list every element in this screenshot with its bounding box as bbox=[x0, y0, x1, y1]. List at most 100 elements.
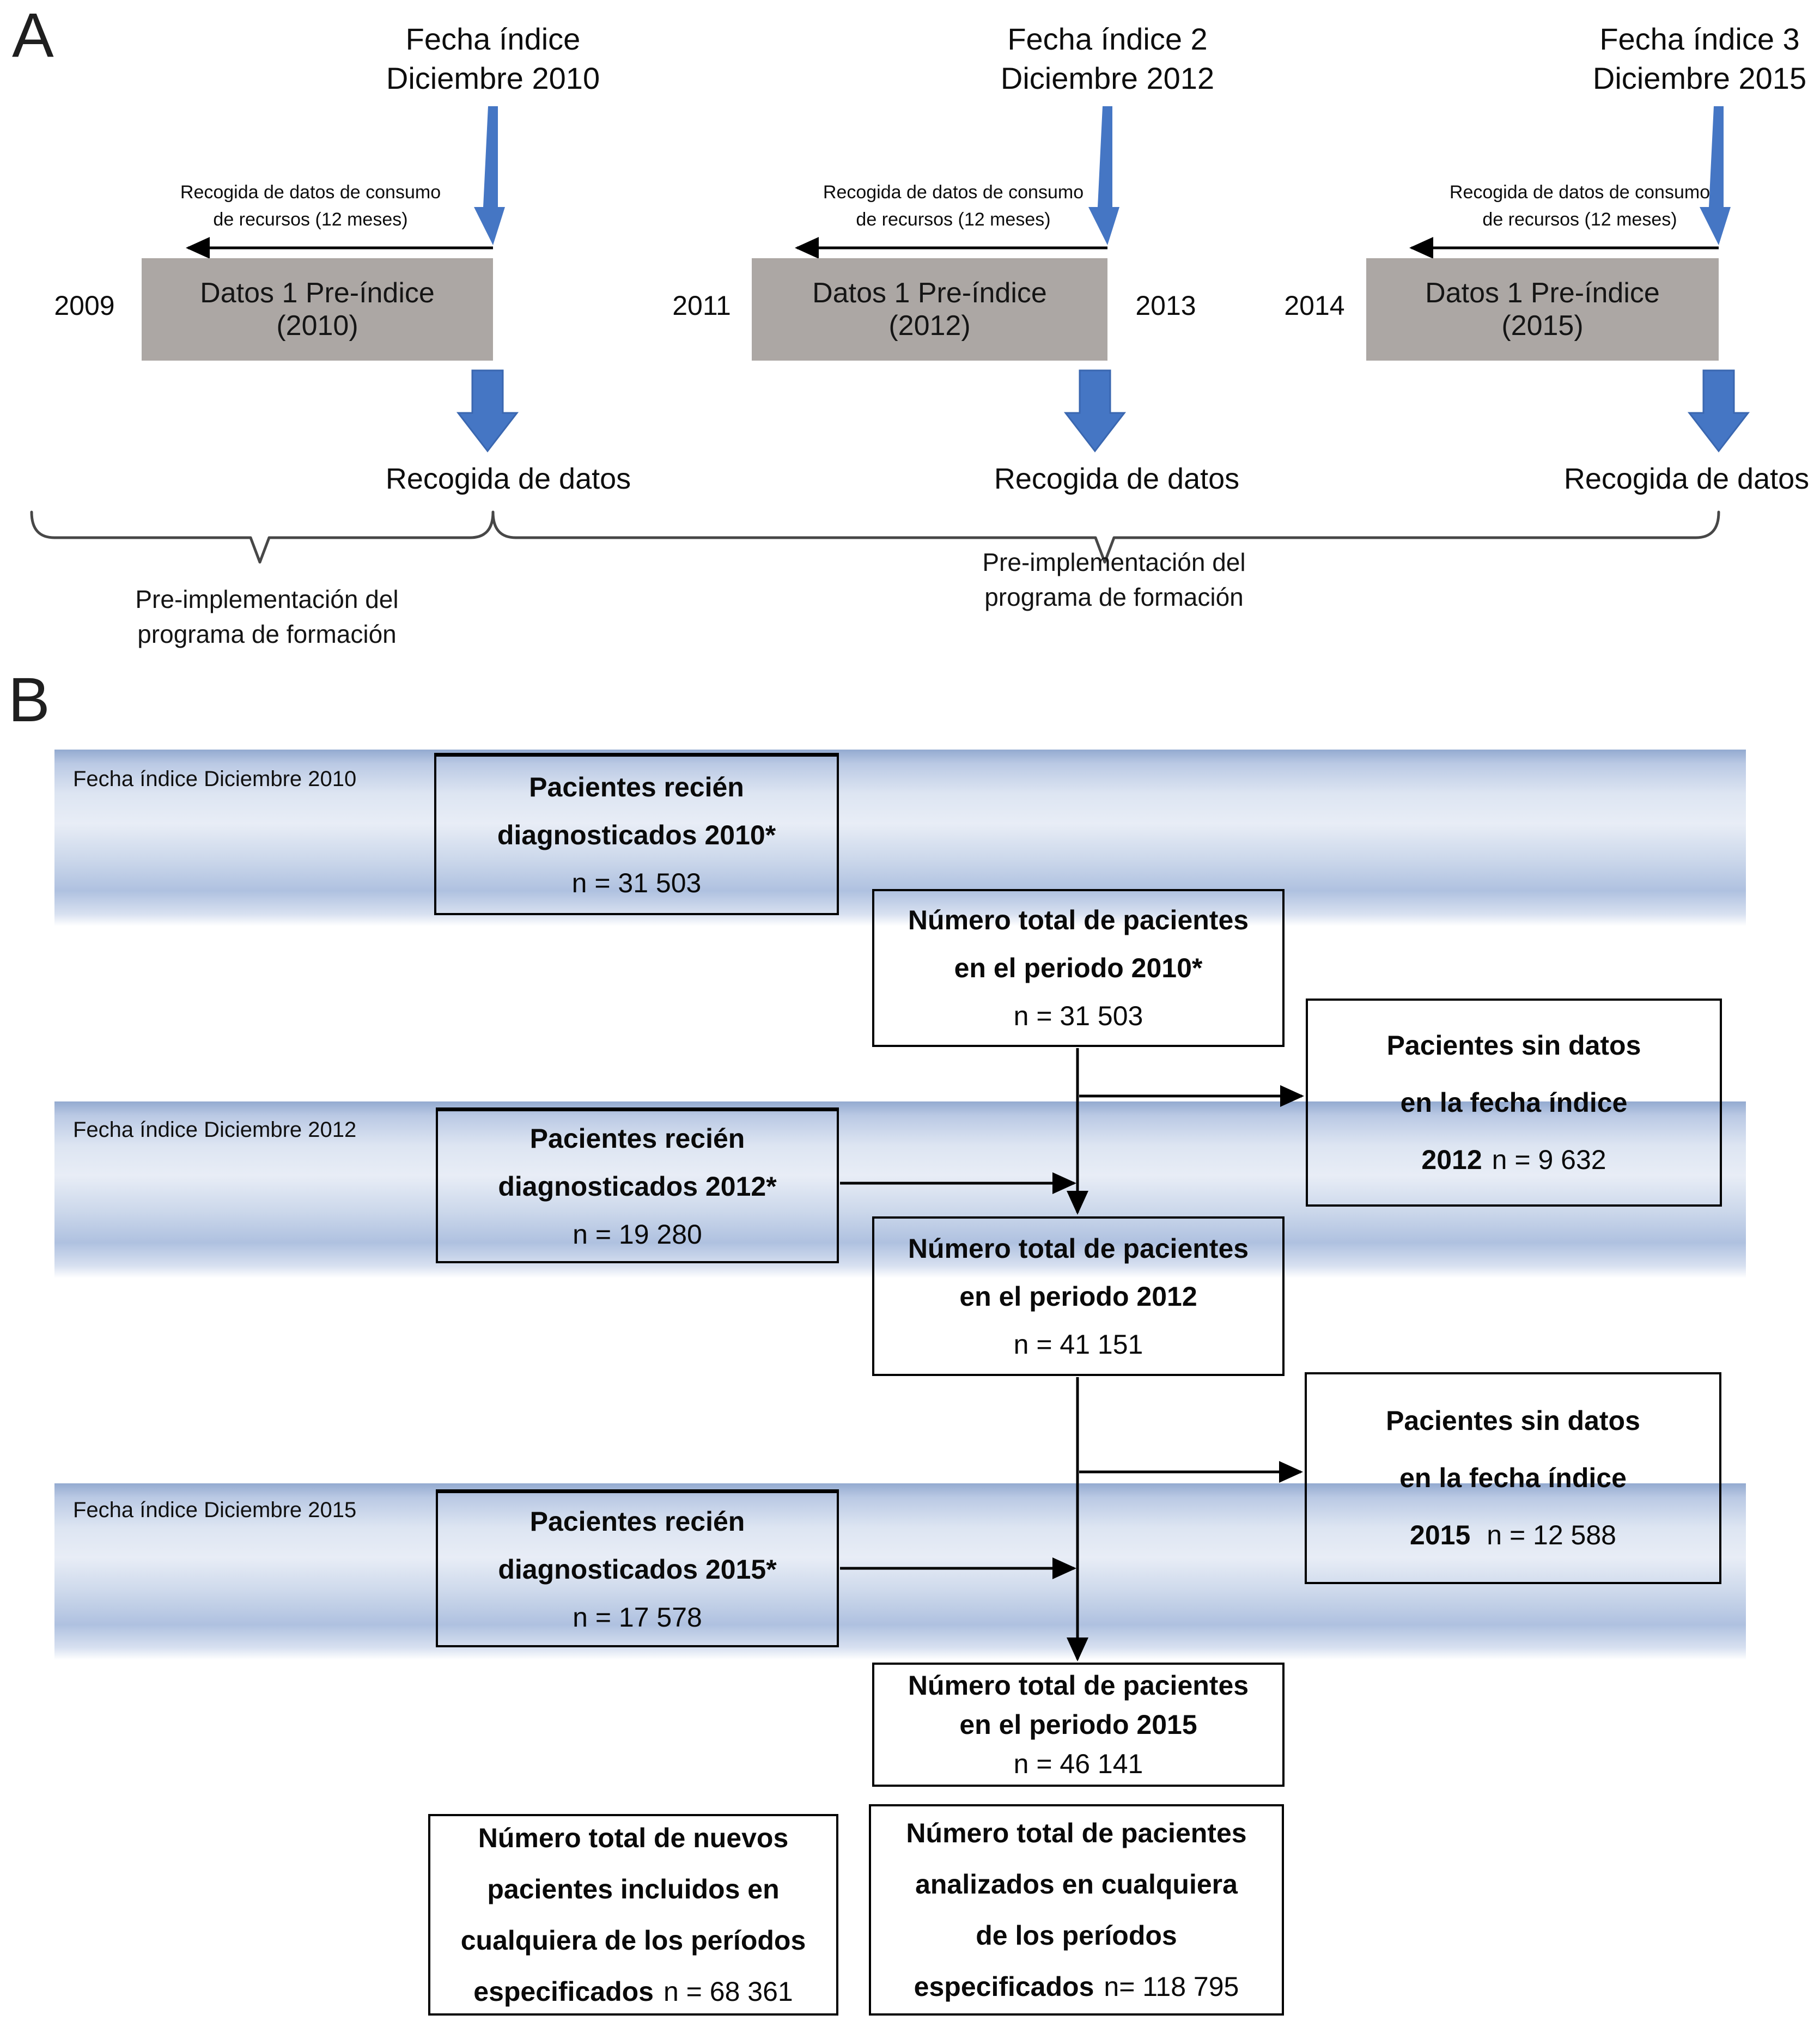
box-newly-diagnosed-2012-line1: Pacientes recién bbox=[529, 1123, 745, 1154]
year-label-2011: 2011 bbox=[672, 290, 731, 321]
box-total-analyzed-patients-line4: especificados n= 118 795 bbox=[871, 1961, 1282, 2012]
pre-implementation-label-2-line2: programa de formación bbox=[984, 583, 1244, 611]
box-newly-diagnosed-2015: Pacientes recién diagnosticados 2015* n … bbox=[436, 1489, 839, 1647]
box-total-period-2015-n: n = 46 141 bbox=[1013, 1749, 1143, 1779]
index-header-2012-line1: Fecha índice 2 bbox=[1007, 22, 1208, 56]
brace-pre-implementation-2 bbox=[491, 510, 1720, 564]
lookback-caption-2010: Recogida de datos de consumo de recursos… bbox=[147, 179, 474, 233]
year-label-2009: 2009 bbox=[54, 290, 115, 321]
recogida-label-2010: Recogida de datos bbox=[385, 462, 631, 495]
box-no-data-2015-year: 2015 bbox=[1410, 1520, 1471, 1550]
box-total-period-2012-n: n = 41 151 bbox=[1013, 1329, 1143, 1360]
panel-a-label: A bbox=[12, 1, 54, 70]
box-total-new-patients-bold: especificados bbox=[473, 1976, 654, 2007]
box-total-analyzed-patients-line2: analizados en cualquiera bbox=[915, 1869, 1238, 1900]
pre-index-box-2015: Datos 1 Pre-índice (2015) bbox=[1366, 258, 1719, 361]
index-header-2010: Fecha índice Diciembre 2010 bbox=[330, 20, 656, 98]
panel-b-label: B bbox=[8, 665, 50, 735]
box-total-period-2012: Número total de pacientes en el periodo … bbox=[872, 1216, 1285, 1376]
box-total-analyzed-patients-line3: de los períodos bbox=[976, 1920, 1177, 1951]
box-newly-diagnosed-2010: Pacientes recién diagnosticados 2010* n … bbox=[434, 753, 839, 915]
band-label-2015: Fecha índice Diciembre 2015 bbox=[73, 1498, 357, 1522]
lookback-caption-2010-line2: de recursos (12 meses) bbox=[213, 209, 408, 230]
box-newly-diagnosed-2010-line2: diagnosticados 2010* bbox=[497, 819, 776, 850]
box-total-new-patients-n: n = 68 361 bbox=[663, 1976, 793, 2007]
box-total-period-2010: Número total de pacientes en el periodo … bbox=[872, 889, 1285, 1047]
pre-implementation-label-1-line2: programa de formación bbox=[137, 620, 397, 648]
box-no-data-2012-n: n = 9 632 bbox=[1492, 1144, 1606, 1175]
box-newly-diagnosed-2015-line1: Pacientes recién bbox=[529, 1506, 745, 1537]
box-total-analyzed-patients-n: n= 118 795 bbox=[1104, 1971, 1239, 2002]
box-total-new-patients-line3: cualquiera de los períodos bbox=[460, 1925, 806, 1956]
pre-implementation-label-1-line1: Pre-implementación del bbox=[135, 585, 399, 613]
lookback-caption-2010-line1: Recogida de datos de consumo bbox=[180, 182, 441, 203]
box-no-data-2012: Pacientes sin datos en la fecha índice 2… bbox=[1306, 999, 1722, 1207]
band-label-2012: Fecha índice Diciembre 2012 bbox=[73, 1118, 357, 1142]
box-total-period-2012-line2: en el periodo 2012 bbox=[959, 1281, 1197, 1312]
box-newly-diagnosed-2012-n: n = 19 280 bbox=[573, 1219, 702, 1250]
pre-implementation-label-2: Pre-implementación del programa de forma… bbox=[923, 545, 1305, 614]
flow-connector bbox=[840, 1048, 1304, 1661]
pre-index-box-2010-line2: (2010) bbox=[276, 310, 358, 342]
pre-implementation-label-2-line1: Pre-implementación del bbox=[982, 548, 1246, 576]
lookback-caption-2015: Recogida de datos de consumo de recursos… bbox=[1416, 179, 1743, 233]
box-total-analyzed-patients-line1: Número total de pacientes bbox=[906, 1818, 1247, 1848]
pre-index-box-2012-line1: Datos 1 Pre-índice bbox=[812, 277, 1047, 309]
lookback-caption-2012: Recogida de datos de consumo de recursos… bbox=[790, 179, 1117, 233]
box-newly-diagnosed-2015-n: n = 17 578 bbox=[573, 1602, 702, 1633]
lookback-caption-2015-line2: de recursos (12 meses) bbox=[1482, 209, 1677, 230]
box-no-data-2015-line2: en la fecha índice bbox=[1399, 1463, 1627, 1493]
brace-pre-implementation-1 bbox=[30, 510, 495, 564]
band-2010 bbox=[54, 750, 1746, 926]
box-total-period-2015-line2: en el periodo 2015 bbox=[959, 1709, 1197, 1740]
pre-index-box-2015-line1: Datos 1 Pre-índice bbox=[1425, 277, 1660, 309]
band-2012 bbox=[54, 1101, 1746, 1278]
pre-index-box-2010: Datos 1 Pre-índice (2010) bbox=[142, 258, 493, 361]
box-no-data-2015-line3: 2015 n = 12 588 bbox=[1307, 1507, 1719, 1564]
box-total-period-2015-line1: Número total de pacientes bbox=[908, 1670, 1249, 1701]
box-no-data-2012-line3: 2012 n = 9 632 bbox=[1308, 1131, 1720, 1189]
pre-index-box-2015-line2: (2015) bbox=[1501, 310, 1584, 342]
pre-implementation-label-1: Pre-implementación del programa de forma… bbox=[76, 582, 458, 652]
year-label-2014: 2014 bbox=[1284, 290, 1345, 321]
box-newly-diagnosed-2010-n: n = 31 503 bbox=[571, 867, 702, 898]
box-total-new-patients-line1: Número total de nuevos bbox=[478, 1823, 789, 1853]
index-date-arrow-icon bbox=[474, 106, 1731, 245]
box-no-data-2012-line2: en la fecha índice bbox=[1400, 1087, 1628, 1118]
box-newly-diagnosed-2012: Pacientes recién diagnosticados 2012* n … bbox=[436, 1107, 839, 1263]
index-header-2010-line1: Fecha índice bbox=[405, 22, 581, 56]
box-total-new-patients-line2: pacientes incluidos en bbox=[487, 1874, 780, 1904]
year-label-2013: 2013 bbox=[1135, 290, 1196, 321]
box-no-data-2012-year: 2012 bbox=[1421, 1144, 1482, 1175]
recogida-label-2012: Recogida de datos bbox=[994, 462, 1240, 495]
box-total-new-patients-line4: especificados n = 68 361 bbox=[430, 1966, 836, 2017]
box-no-data-2015: Pacientes sin datos en la fecha índice 2… bbox=[1305, 1372, 1721, 1584]
box-no-data-2012-line1: Pacientes sin datos bbox=[1386, 1030, 1641, 1061]
recogida-label-2015: Recogida de datos bbox=[1563, 462, 1810, 495]
box-total-period-2015: Número total de pacientes en el periodo … bbox=[872, 1663, 1285, 1787]
box-total-analyzed-patients: Número total de pacientes analizados en … bbox=[869, 1804, 1284, 2016]
box-no-data-2015-n: n = 12 588 bbox=[1487, 1520, 1616, 1550]
box-total-period-2010-line2: en el periodo 2010* bbox=[954, 953, 1203, 983]
index-header-2015: Fecha índice 3 Diciembre 2015 bbox=[1547, 20, 1820, 98]
band-2015 bbox=[54, 1483, 1746, 1660]
box-total-period-2012-line1: Número total de pacientes bbox=[908, 1233, 1249, 1264]
band-label-2010: Fecha índice Diciembre 2010 bbox=[73, 767, 357, 791]
box-total-new-patients: Número total de nuevos pacientes incluid… bbox=[428, 1814, 838, 2016]
box-newly-diagnosed-2012-line2: diagnosticados 2012* bbox=[498, 1171, 777, 1202]
lookback-caption-2015-line1: Recogida de datos de consumo bbox=[1449, 182, 1711, 203]
lookback-caption-2012-line2: de recursos (12 meses) bbox=[856, 209, 1051, 230]
box-total-period-2010-line1: Número total de pacientes bbox=[908, 905, 1249, 935]
index-header-2015-line1: Fecha índice 3 bbox=[1599, 22, 1800, 56]
box-total-analyzed-patients-bold: especificados bbox=[914, 1971, 1094, 2002]
pre-index-box-2012: Datos 1 Pre-índice (2012) bbox=[752, 258, 1107, 361]
index-header-2010-line2: Diciembre 2010 bbox=[386, 61, 600, 95]
lookback-caption-2012-line1: Recogida de datos de consumo bbox=[823, 182, 1084, 203]
box-total-period-2010-n: n = 31 503 bbox=[1013, 1001, 1143, 1031]
index-header-2012-line2: Diciembre 2012 bbox=[1000, 61, 1215, 95]
box-no-data-2015-line1: Pacientes sin datos bbox=[1386, 1405, 1640, 1436]
index-header-2015-line2: Diciembre 2015 bbox=[1592, 61, 1807, 95]
box-newly-diagnosed-2015-line2: diagnosticados 2015* bbox=[498, 1554, 777, 1585]
